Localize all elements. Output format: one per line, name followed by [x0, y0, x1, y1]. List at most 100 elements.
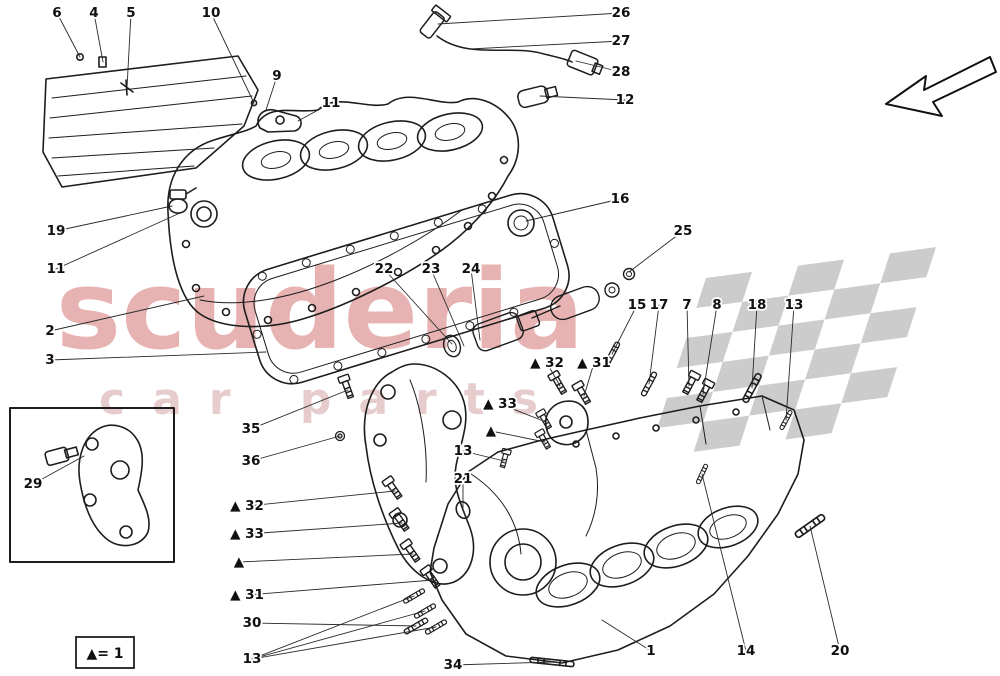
- breather-valve: [168, 187, 197, 214]
- leader-line: [648, 304, 660, 385]
- callout-triangle-36: ▲: [234, 554, 245, 570]
- legend: ▲= 1: [75, 636, 135, 669]
- leader-line: [452, 661, 553, 666]
- leader-line: [251, 610, 426, 660]
- callout-18-23: 18: [748, 297, 767, 313]
- callout-28-7: 28: [612, 64, 631, 80]
- exploded-drawing: [9, 4, 827, 668]
- seal-washer: [622, 267, 636, 281]
- leader-line: [93, 12, 104, 63]
- callout-14-42: 14: [737, 643, 756, 659]
- callout-36-31: 36: [242, 453, 261, 469]
- sensor-cable: [436, 35, 573, 63]
- callout-12-8: 12: [616, 92, 635, 108]
- gasket-seal-ring: [507, 209, 535, 237]
- callout-31-26: ▲ 31: [577, 355, 611, 371]
- callout-33-35: ▲ 33: [230, 526, 264, 542]
- callout-21-33: 21: [454, 471, 473, 487]
- callout-7-21: 7: [682, 297, 691, 313]
- leader-lines: [32, 12, 841, 666]
- callout-9-4: 9: [272, 68, 281, 84]
- leader-line: [437, 12, 622, 25]
- leader-line: [575, 60, 622, 73]
- leader-line: [56, 12, 81, 58]
- leader-line: [238, 553, 414, 563]
- leader-line: [785, 304, 795, 421]
- leader-line: [470, 268, 481, 341]
- legend-label: ▲= 1: [86, 646, 123, 662]
- leader-line: [499, 403, 547, 423]
- callout-4-1: 4: [89, 5, 98, 21]
- stud-34: [529, 656, 575, 668]
- leader-line: [469, 40, 622, 50]
- engine-mount-bracket: [363, 363, 475, 585]
- leader-line: [297, 102, 332, 122]
- callout-16-12: 16: [611, 191, 630, 207]
- leader-line: [583, 362, 595, 397]
- callout-triangle-28: ▲: [486, 423, 497, 439]
- cylinder-head: [429, 395, 805, 664]
- callout-31-37: ▲ 31: [230, 587, 264, 603]
- watermark-secondary: car parts: [99, 374, 565, 425]
- callout-33-27: ▲ 33: [483, 396, 517, 412]
- camshaft-position-sensor: [517, 85, 559, 109]
- leader-line: [462, 450, 505, 462]
- o-ring-21: [455, 500, 471, 520]
- callout-32-25: ▲ 32: [530, 355, 564, 371]
- callout-2-13: 2: [45, 323, 54, 339]
- sensor-cable-assembly: [419, 4, 604, 109]
- oil-filler-cap: [190, 200, 218, 228]
- cable-connector: [566, 49, 604, 76]
- cam-cover-gasket: [242, 192, 570, 385]
- callout-24-18: 24: [462, 261, 481, 277]
- callout-29-29: 29: [24, 476, 43, 492]
- leader-line: [210, 12, 255, 104]
- leader-line: [751, 304, 758, 389]
- callout-17-20: 17: [650, 297, 669, 313]
- leader-line: [546, 362, 561, 387]
- leader-line: [126, 12, 132, 89]
- leader-line: [32, 455, 85, 485]
- callout-32-34: ▲ 32: [230, 498, 264, 514]
- leader-line: [55, 205, 173, 232]
- callout-35-30: 35: [242, 421, 261, 437]
- bolt-triangle-left: [399, 537, 423, 565]
- callout-20-43: 20: [831, 643, 850, 659]
- leader-line: [430, 268, 465, 347]
- leader-line: [809, 525, 841, 652]
- checkered-flag: [657, 247, 937, 452]
- bolt-7: [679, 369, 702, 397]
- callout-25-15: 25: [674, 223, 693, 239]
- callout-23-17: 23: [422, 261, 441, 277]
- callout-22-16: 22: [375, 261, 394, 277]
- leader-line: [246, 579, 434, 596]
- leader-line: [265, 75, 278, 111]
- callout-13-24: 13: [785, 297, 804, 313]
- leader-line: [55, 212, 181, 270]
- callout-27-6: 27: [612, 33, 631, 49]
- leader-line: [490, 430, 546, 443]
- leader-line: [251, 622, 417, 627]
- cam-cover: [167, 96, 520, 328]
- cover-bracket: [257, 108, 302, 133]
- callout-3-14: 3: [45, 352, 54, 368]
- inset-sensor: [44, 446, 80, 467]
- bolt-32-left: [381, 474, 405, 502]
- callout-30-38: 30: [243, 615, 262, 631]
- heat-shield: [42, 52, 259, 188]
- leader-line: [628, 230, 684, 273]
- leader-line: [525, 198, 621, 222]
- leader-line: [686, 304, 690, 387]
- leader-line: [49, 351, 267, 361]
- callout-6-0: 6: [52, 5, 61, 21]
- leader-line: [250, 389, 349, 430]
- callout-34-40: 34: [444, 657, 463, 673]
- sensor-screw: [419, 4, 452, 39]
- leader-line: [251, 626, 437, 660]
- leader-line: [611, 304, 638, 355]
- leader-line: [539, 95, 626, 101]
- leader-line: [702, 304, 718, 395]
- leader-line: [251, 595, 415, 660]
- callout-5-2: 5: [126, 5, 135, 21]
- leader-line: [246, 522, 403, 535]
